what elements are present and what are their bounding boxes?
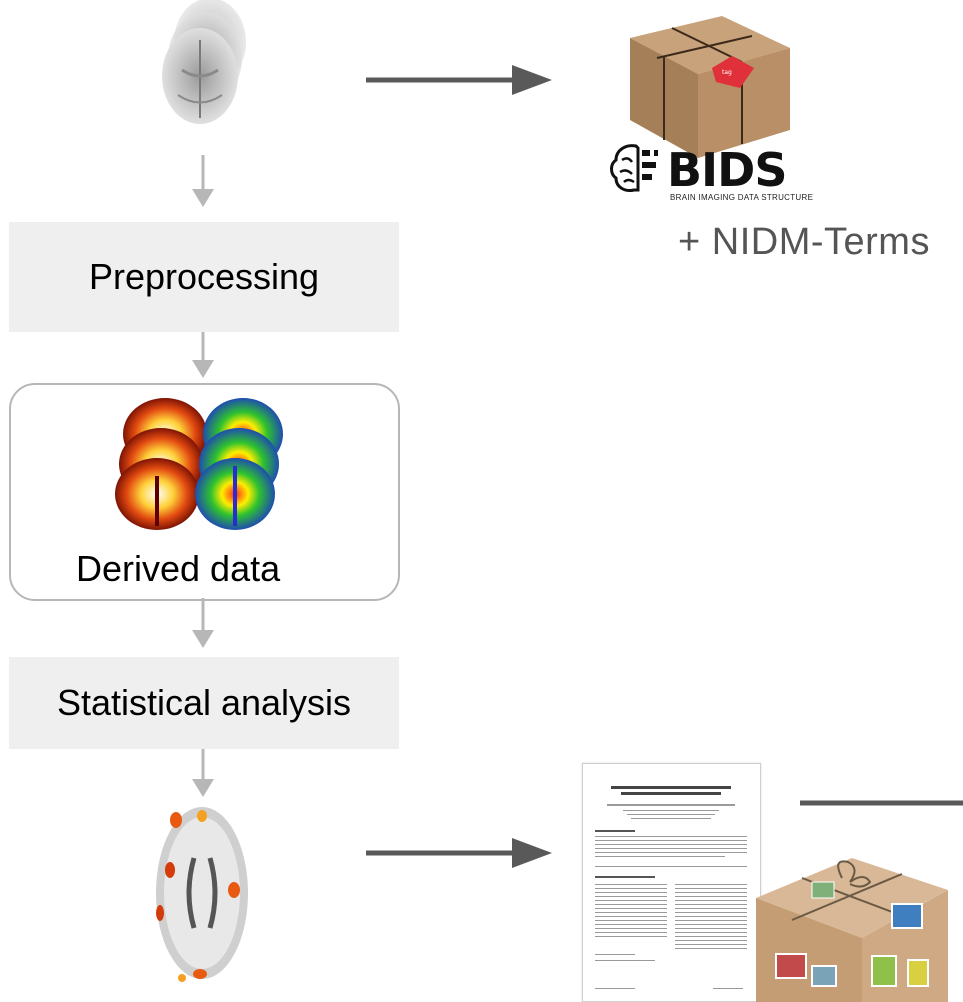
brain-mri-stack-icon [162, 0, 246, 124]
arrow-down-3 [192, 598, 214, 648]
arrow-down-2 [192, 332, 214, 378]
brain-activation-icon [156, 807, 248, 982]
arrow-down-1 [192, 155, 214, 207]
derived-data-label: Derived data [76, 548, 281, 589]
preprocessing-label: Preprocessing [88, 256, 320, 297]
parcel-package-icon: tag [630, 16, 790, 158]
arrow-partial-right [800, 800, 963, 806]
svg-text:tag: tag [722, 69, 732, 76]
paper-document-icon [582, 763, 761, 1002]
arrow-down-4 [192, 749, 214, 797]
bids-subtitle: BRAIN IMAGING DATA STRUCTURE [670, 193, 814, 202]
nidm-terms-label: + NIDM-Terms [678, 221, 930, 263]
statistical-analysis-step: Statistical analysis [9, 657, 399, 749]
bids-logo-icon [610, 144, 658, 192]
arrow-to-bids [366, 65, 552, 95]
stamped-parcel-icon [756, 858, 948, 1002]
arrow-to-paper [366, 838, 552, 868]
brain-maps-icon [115, 398, 283, 530]
statistical-analysis-label: Statistical analysis [56, 682, 352, 723]
bids-title: BIDS [667, 143, 787, 197]
preprocessing-step: Preprocessing [9, 222, 399, 332]
